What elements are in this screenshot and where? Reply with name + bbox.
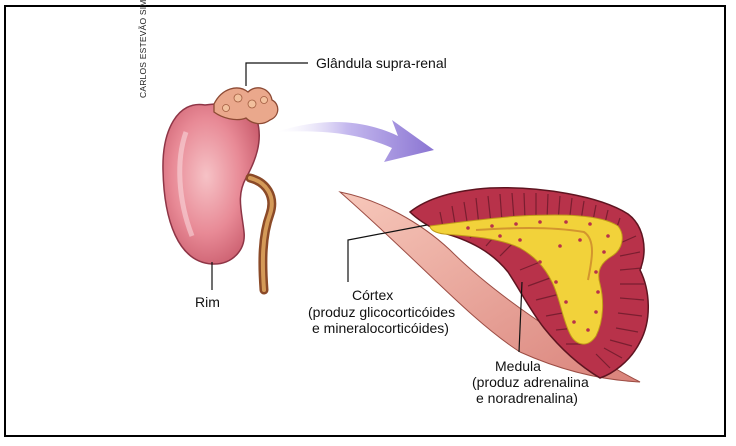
label-medulla-title: Medula [495, 358, 541, 374]
label-medulla-desc-2: e noradrenalina) [476, 390, 578, 406]
label-cortex-desc-2: e mineralocorticóides) [312, 320, 449, 336]
label-cortex-desc-1: (produz glicocorticóides [308, 304, 455, 320]
ureter [250, 178, 272, 290]
label-adrenal-gland: Glândula supra-renal [316, 55, 447, 71]
illustrator-credit: CARLOS ESTEVÃO SIMONKA [138, 0, 148, 98]
label-cortex-title: Córtex [352, 287, 393, 303]
kidney [163, 104, 259, 264]
gland-leader-line [246, 63, 308, 86]
label-medulla-desc-1: (produz adrenalina [472, 374, 589, 390]
label-kidney: Rim [195, 294, 220, 310]
magnify-arrow [276, 120, 434, 162]
adrenal-cross-section [340, 188, 648, 382]
